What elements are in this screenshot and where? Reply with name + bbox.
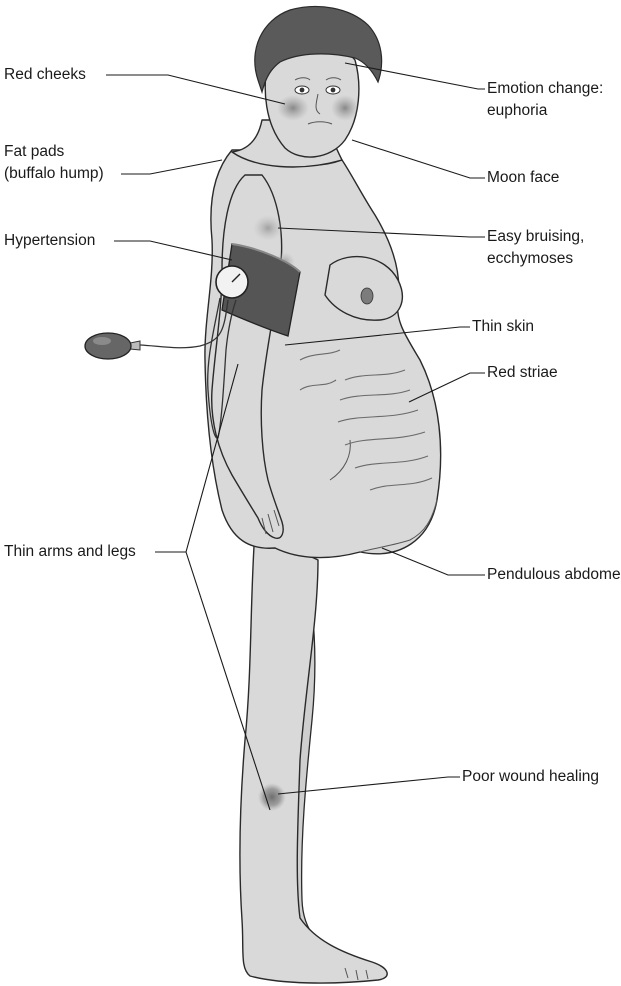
label-fat-pads: Fat pads (buffalo hump) <box>4 141 104 185</box>
pump-bulb-icon <box>85 333 131 359</box>
nipple <box>361 288 373 304</box>
label-red-striae: Red striae <box>487 362 558 384</box>
figure-body <box>205 6 441 983</box>
red-cheek-left <box>277 95 309 121</box>
label-red-cheeks: Red cheeks <box>4 64 86 86</box>
label-poor-wound-healing: Poor wound healing <box>462 766 599 788</box>
label-hypertension: Hypertension <box>4 230 95 252</box>
label-thin-skin: Thin skin <box>472 316 534 338</box>
label-emotion-change: Emotion change: euphoria <box>487 78 603 122</box>
red-cheek-right <box>331 95 359 121</box>
label-moon-face: Moon face <box>487 167 559 189</box>
label-easy-bruising: Easy bruising, ecchymoses <box>487 226 584 270</box>
label-pendulous-abdomen: Pendulous abdomen <box>487 564 621 586</box>
front-leg <box>240 530 387 983</box>
label-thin-arms-legs: Thin arms and legs <box>4 541 136 563</box>
